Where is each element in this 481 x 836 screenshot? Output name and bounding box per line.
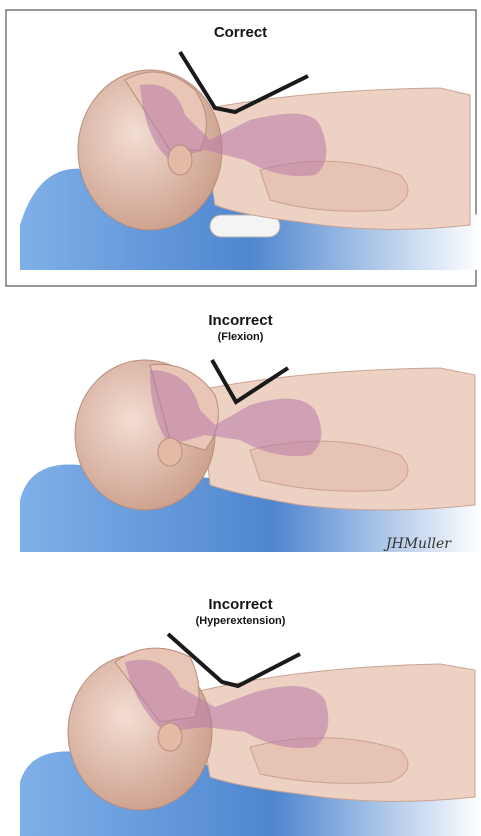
panel-hyperextension: Incorrect (Hyperextension) xyxy=(0,582,481,836)
panel-flexion: Incorrect (Flexion) JHMuller xyxy=(0,300,481,562)
panel-correct: Correct xyxy=(0,0,481,290)
ear xyxy=(158,723,182,751)
artist-signature: JHMuller xyxy=(386,536,451,552)
panel-title: Incorrect xyxy=(0,596,481,613)
ear xyxy=(158,438,182,466)
panel-subtitle: (Flexion) xyxy=(0,331,481,343)
panel-title: Incorrect xyxy=(0,312,481,329)
panel-title: Correct xyxy=(0,24,481,41)
panel-subtitle: (Hyperextension) xyxy=(0,615,481,627)
ear xyxy=(168,145,192,175)
correct-illustration xyxy=(0,0,481,290)
